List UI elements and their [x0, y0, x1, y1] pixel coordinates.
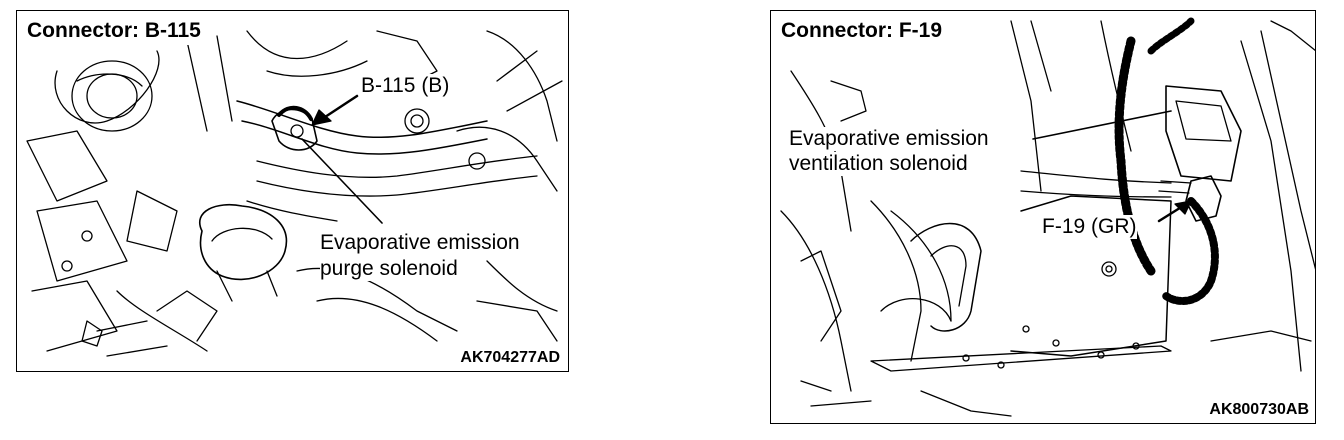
connector-callout-label: B-115 (B)	[361, 74, 450, 98]
figure-code: AK800730AB	[1207, 401, 1311, 419]
component-label-line2: ventilation solenoid	[789, 152, 968, 176]
connector-callout-label: F-19 (GR)	[1042, 215, 1137, 239]
diagram-panel-f19: Connector: F-19 Evaporative emission ven…	[770, 10, 1316, 424]
engine-bay-illustration	[780, 17, 1315, 417]
connector-title: Connector: F-19	[781, 19, 947, 45]
component-label-line2: purge solenoid	[320, 257, 458, 281]
engine-bay-illustration	[26, 30, 563, 357]
figure-code: AK704277AD	[458, 349, 562, 367]
diagram-panel-b115: Connector: B-115 B-115 (B) Evaporative e…	[16, 10, 569, 372]
connector-title: Connector: B-115	[27, 19, 205, 45]
component-label-line1: Evaporative emission	[789, 127, 989, 151]
component-label-line1: Evaporative emission	[320, 231, 520, 255]
